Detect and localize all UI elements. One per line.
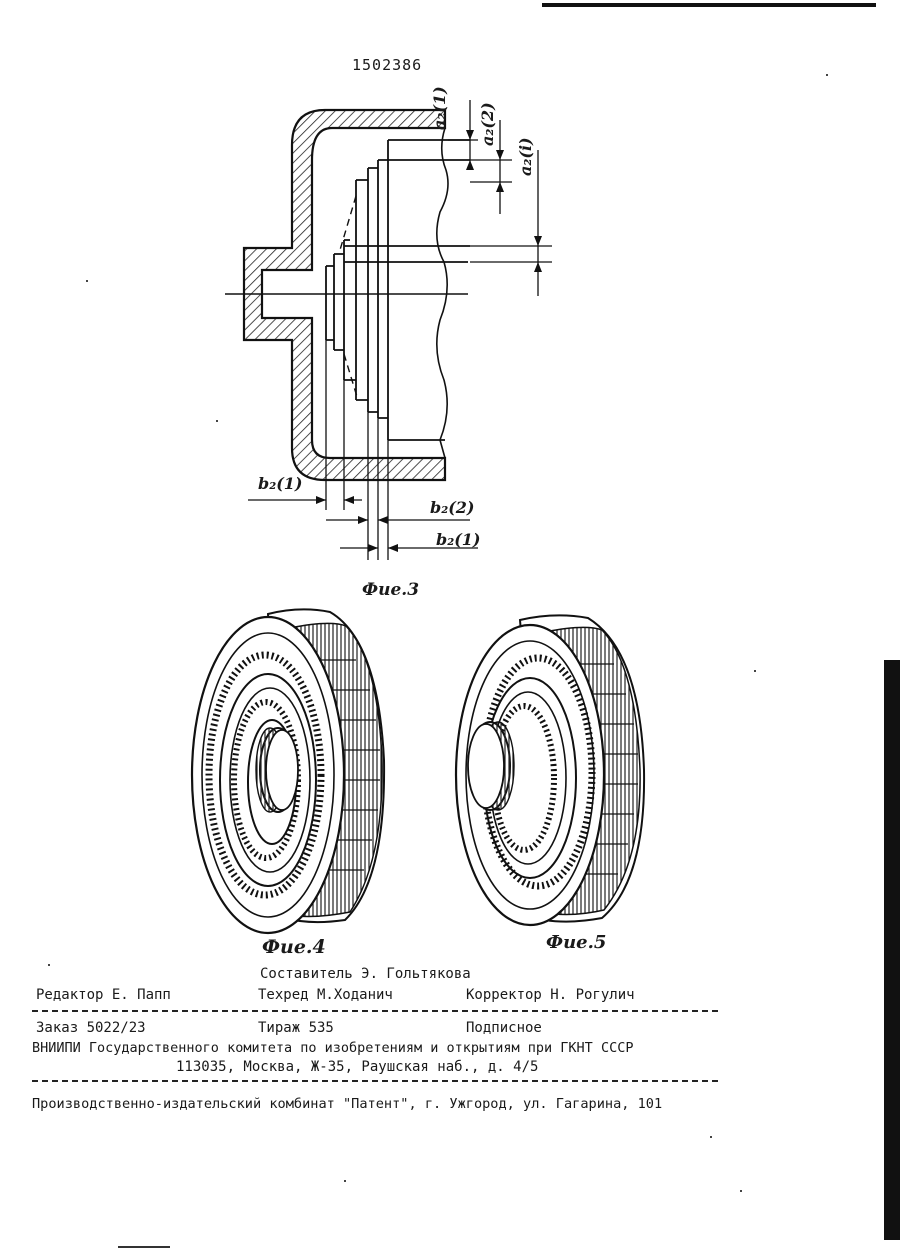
fig5-caption: Фие.5 (546, 932, 606, 953)
colophon-order: Заказ 5022/23 (36, 1020, 146, 1036)
scan-speck (86, 280, 88, 282)
colophon-corrector: Корректор Н. Рогулич (466, 987, 635, 1003)
fig3-label-b-bottom: b₂(1) (436, 530, 480, 549)
fig3-caption: Фие.3 (362, 580, 419, 600)
colophon-compiler: Составитель Э. Гольтякова (260, 966, 471, 982)
scan-speck (344, 1180, 346, 1182)
colophon-printer: Производственно-издательский комбинат "П… (32, 1096, 662, 1112)
fig4-drawing (192, 609, 384, 933)
divider-1 (32, 1010, 718, 1012)
scan-speck (710, 1136, 712, 1138)
colophon-editor: Редактор Е. Папп (36, 987, 171, 1003)
fig3-label-b-mid: b₂(2) (430, 498, 474, 517)
scan-speck (740, 1190, 742, 1192)
fig5-drawing (456, 615, 644, 925)
scan-speck (826, 74, 828, 76)
scan-speck (48, 964, 50, 966)
divider-2 (32, 1080, 718, 1082)
colophon-subscription: Подписное (466, 1020, 542, 1036)
colophon-institute: ВНИИПИ Государственного комитета по изоб… (32, 1040, 633, 1056)
fig4-caption: Фие.4 (262, 936, 326, 958)
scan-bottom-stroke (118, 1246, 170, 1248)
fig3-label-b-left: b₂(1) (258, 474, 302, 493)
fig3-label-ai: a₂(i) (516, 137, 535, 176)
scan-speck (754, 670, 756, 672)
colophon-circulation: Тираж 535 (258, 1020, 334, 1036)
fig3-label-a2: a₂(2) (478, 102, 497, 146)
fig3-label-a1: a₂(1) (430, 86, 449, 130)
scan-speck (216, 420, 218, 422)
colophon-address: 113035, Москва, Ж-35, Раушская наб., д. … (176, 1059, 538, 1075)
colophon-techred: Техред М.Ходанич (258, 987, 393, 1003)
